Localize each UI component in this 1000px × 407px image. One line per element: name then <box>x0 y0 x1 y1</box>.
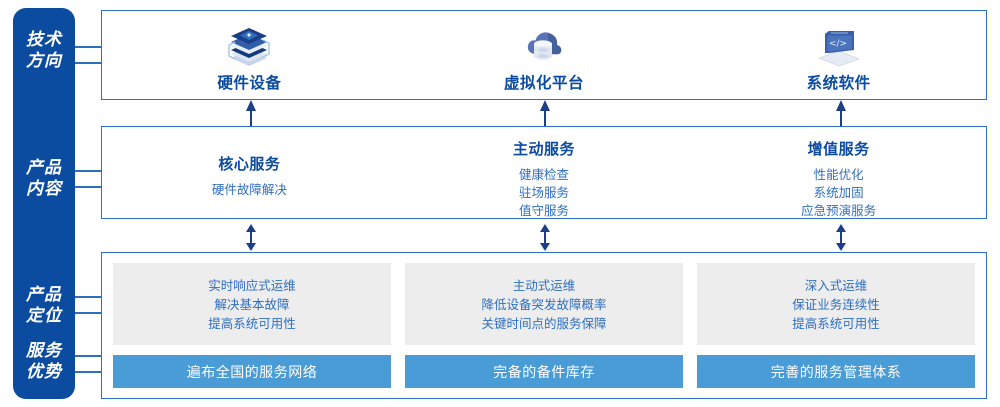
content-column-value-added-service[interactable]: 增值服务 性能优化 系统加固 应急预演服务 <box>691 127 986 218</box>
up-arrow-icon <box>540 100 550 126</box>
laptop-code-icon: </> <box>817 31 860 67</box>
connector-advantage-b <box>74 371 103 373</box>
tech-column-hardware[interactable]: 硬件设备 <box>102 11 397 99</box>
content-title-value-added-service: 增值服务 <box>807 140 870 158</box>
bottom-column-proactive: 主动式运维 降低设备突发故障概率 关键时间点的服务保障 完备的备件库存 <box>405 263 683 388</box>
position-line: 提高系统可用性 <box>208 315 296 331</box>
double-arrow-icon <box>246 224 256 251</box>
rail-label-tech-direction: 技术 方向 <box>13 30 75 72</box>
content-title-proactive-service: 主动服务 <box>513 140 576 158</box>
up-arrow-icon <box>246 100 256 126</box>
position-box-proactive[interactable]: 主动式运维 降低设备突发故障概率 关键时间点的服务保障 <box>405 263 683 345</box>
tech-column-virtualization[interactable]: 虚拟化平台 <box>397 11 692 99</box>
position-box-indepth[interactable]: 深入式运维 保证业务连续性 提高系统可用性 <box>697 263 975 345</box>
position-line: 解决基本故障 <box>214 296 290 312</box>
rail-label-line: 定位 <box>26 306 62 326</box>
rail-label-line: 产品 <box>26 158 62 178</box>
position-box-realtime[interactable]: 实时响应式运维 解决基本故障 提高系统可用性 <box>113 263 391 345</box>
connector-tech-b <box>74 62 103 64</box>
rail-label-line: 内容 <box>26 179 62 199</box>
tech-label-system-software: 系统软件 <box>806 74 871 92</box>
rail-label-service-advantage: 服务 优势 <box>13 341 75 383</box>
position-line: 主动式运维 <box>512 277 576 293</box>
rail-label-line: 方向 <box>26 51 62 71</box>
tech-column-system-software[interactable]: </> 系统软件 <box>691 11 986 99</box>
content-item: 值守服务 <box>519 203 570 218</box>
connector-content-a <box>74 170 103 172</box>
tech-label-hardware: 硬件设备 <box>217 74 282 92</box>
content-column-core-service[interactable]: 核心服务 硬件故障解决 <box>102 127 397 218</box>
tech-label-virtualization: 虚拟化平台 <box>504 74 585 92</box>
product-position-advantage-section: 实时响应式运维 解决基本故障 提高系统可用性 遍布全国的服务网络 主动式运维 降… <box>101 252 987 399</box>
double-arrow-icon <box>540 224 550 251</box>
server-stack-icon <box>228 28 271 66</box>
category-rail: 技术 方向 产品 内容 产品 定位 服务 优势 <box>13 8 75 399</box>
connector-tech-a <box>74 46 103 48</box>
position-line: 实时响应式运维 <box>208 277 296 293</box>
connector-position-b <box>74 312 103 314</box>
connector-content-b <box>74 186 103 188</box>
rail-label-line: 产品 <box>26 285 62 305</box>
content-column-proactive-service[interactable]: 主动服务 健康检查 驻场服务 值守服务 <box>397 127 692 218</box>
advantage-bar-spare-parts[interactable]: 完备的备件库存 <box>405 355 683 388</box>
rail-label-line: 技术 <box>26 30 62 50</box>
content-item: 硬件故障解决 <box>211 182 287 197</box>
position-line: 降低设备突发故障概率 <box>481 296 607 312</box>
connector-position-a <box>74 296 103 298</box>
up-arrow-icon <box>836 100 846 126</box>
svg-text:</>: </> <box>829 39 847 49</box>
position-line: 提高系统可用性 <box>792 315 880 331</box>
content-item: 应急预演服务 <box>801 203 877 218</box>
double-arrow-icon <box>836 224 846 251</box>
connector-advantage-a <box>74 355 103 357</box>
rail-label-product-content: 产品 内容 <box>13 158 75 200</box>
cloud-database-icon <box>527 32 562 60</box>
position-line: 关键时间点的服务保障 <box>481 315 607 331</box>
tech-direction-section: 硬件设备 虚拟化平台 <box>101 10 987 100</box>
advantage-bar-service-network[interactable]: 遍布全国的服务网络 <box>113 355 391 388</box>
content-item: 性能优化 <box>813 167 864 182</box>
content-item: 系统加固 <box>813 185 864 200</box>
content-title-core-service: 核心服务 <box>218 155 281 173</box>
rail-label-line: 优势 <box>26 362 62 382</box>
bottom-column-realtime: 实时响应式运维 解决基本故障 提高系统可用性 遍布全国的服务网络 <box>113 263 391 388</box>
bottom-column-indepth: 深入式运维 保证业务连续性 提高系统可用性 完善的服务管理体系 <box>697 263 975 388</box>
content-item: 驻场服务 <box>519 185 570 200</box>
position-line: 保证业务连续性 <box>792 296 880 312</box>
position-line: 深入式运维 <box>804 277 868 293</box>
advantage-bar-management-system[interactable]: 完善的服务管理体系 <box>697 355 975 388</box>
content-item: 健康检查 <box>519 167 570 182</box>
rail-label-product-position: 产品 定位 <box>13 285 75 327</box>
rail-label-line: 服务 <box>26 341 62 361</box>
product-content-section: 核心服务 硬件故障解决 主动服务 健康检查 驻场服务 值守服务 增值服务 性能优… <box>101 126 987 219</box>
